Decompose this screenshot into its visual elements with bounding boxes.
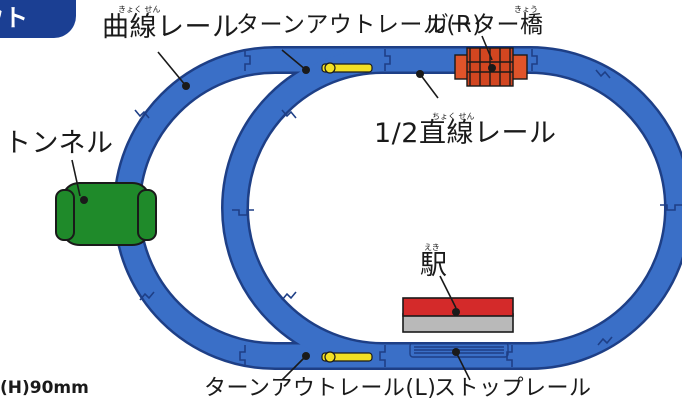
leader-curve-rail <box>157 51 187 87</box>
rail-joint <box>660 204 682 211</box>
curve-rail-ruby: きょく せん <box>118 5 161 14</box>
station-ruby: えき <box>424 243 440 252</box>
leader-dot <box>452 348 460 356</box>
rail-joint <box>244 49 251 71</box>
leader-station <box>439 275 457 309</box>
girder-bridge-ruby: きょう <box>514 5 538 14</box>
rail-joint <box>239 345 246 367</box>
leader-dot <box>488 64 496 72</box>
leader-dot <box>80 196 88 204</box>
rail-joint <box>281 291 297 301</box>
size-note: (H)90mm <box>0 378 89 398</box>
turnout-l-switch <box>321 351 373 363</box>
rail-joint <box>384 49 391 71</box>
main-oval-track <box>223 48 682 368</box>
station <box>402 297 514 333</box>
leader-dot <box>302 352 310 360</box>
rail-joint <box>134 109 150 119</box>
rail-joint <box>281 109 297 119</box>
leader-dot <box>182 82 190 90</box>
leader-turnout-r <box>281 49 307 71</box>
leader-dot <box>452 308 460 316</box>
turnout-r-label: ターンアウトレール(R) <box>236 12 482 38</box>
half-straight-label: 1/2直線レール <box>374 118 557 149</box>
tunnel <box>55 182 157 246</box>
turnout-r-switch <box>321 62 373 74</box>
half-straight-ruby: ちょく せん <box>432 112 475 121</box>
leader-turnout-l <box>281 355 307 381</box>
leader-stop-rail <box>455 351 471 381</box>
stop-rail-label: ストップレール <box>434 376 592 401</box>
rail-joint <box>379 345 386 367</box>
leader-girder-bridge <box>481 35 493 61</box>
leader-dot <box>302 66 310 74</box>
girder-bridge-label: ガーター橋 <box>426 12 544 38</box>
section-header-tab: ウト <box>0 0 76 38</box>
rail-joint <box>597 336 613 346</box>
left-loop-track <box>115 48 383 368</box>
rail-joint <box>232 209 254 216</box>
leader-tunnel <box>71 159 81 197</box>
section-header-title: ウト <box>0 4 28 32</box>
tunnel-label: トンネル <box>4 128 114 159</box>
station-label: 駅 <box>420 250 448 281</box>
rail-joint <box>531 49 538 71</box>
curve-rail-label: 曲線レール <box>102 12 240 43</box>
leader-dot <box>416 70 424 78</box>
rail-joint <box>595 69 611 79</box>
leader-half-straight <box>419 73 439 99</box>
turnout-l-label: ターンアウトレール(L) <box>204 376 437 401</box>
rail-joint <box>139 291 155 301</box>
